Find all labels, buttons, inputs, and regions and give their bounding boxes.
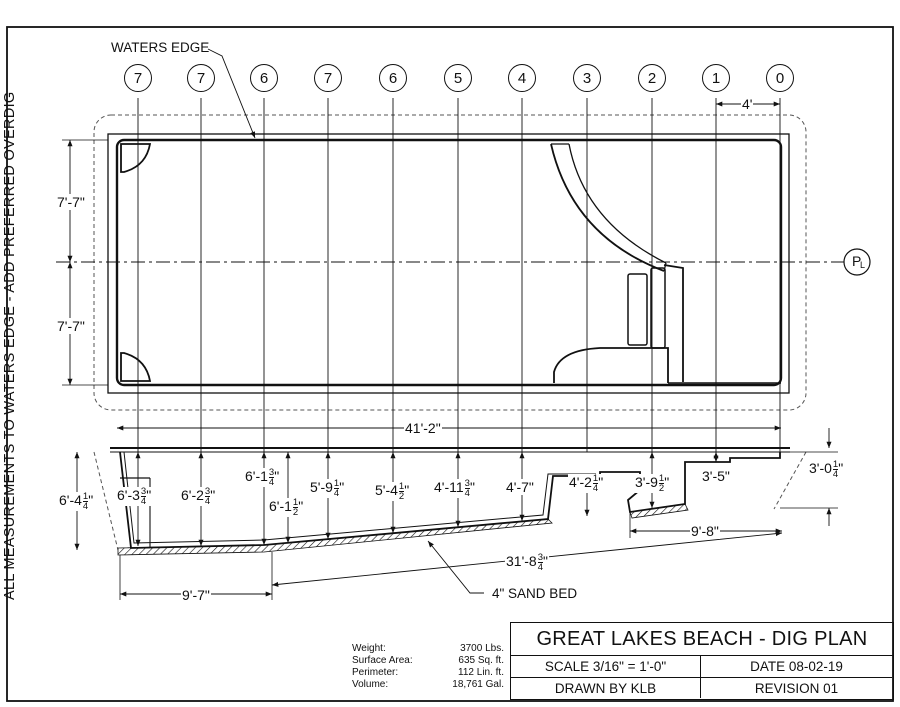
scale-cell: SCALE 3/16" = 1'-0" — [511, 656, 701, 678]
step-inset — [627, 273, 648, 346]
sheet-border — [6, 26, 894, 702]
specs-table: Weight:3700 Lbs. Surface Area:635 Sq. ft… — [352, 643, 504, 691]
dim-half-width-top: 7'-7" — [56, 194, 86, 210]
station-bubble: 6 — [379, 64, 407, 92]
drawing-title: GREAT LAKES BEACH - DIG PLAN — [511, 623, 893, 656]
centerline-symbol-sub: L — [860, 260, 866, 270]
station-bubble: 4 — [508, 64, 536, 92]
station-bubble: 6 — [250, 64, 278, 92]
beach-entry-curve-inner — [568, 143, 667, 264]
spec-row: Volume:18,761 Gal. — [352, 679, 504, 690]
step-inset-2 — [650, 267, 666, 349]
section-overdig-left — [93, 451, 119, 551]
pool-interior-outline — [115, 138, 783, 387]
dim-overall-length: 41'-2" — [404, 420, 442, 436]
station-bubble: 1 — [702, 64, 730, 92]
waters-edge-outline — [107, 133, 790, 394]
station-bubble: 7 — [314, 64, 342, 92]
section-view — [74, 428, 838, 600]
beach-entry-edge — [551, 143, 667, 272]
drawn-by-cell: DRAWN BY KLB — [511, 678, 701, 698]
station-bubble: 3 — [573, 64, 601, 92]
sand-bed-label: 4" SAND BED — [492, 586, 578, 601]
plan-view — [56, 48, 871, 452]
station-bubble: 7 — [124, 64, 152, 92]
section-overdig-right — [773, 451, 807, 510]
dim-half-width-bottom: 7'-7" — [56, 318, 86, 334]
title-block: GREAT LAKES BEACH - DIG PLAN SCALE 3/16"… — [510, 622, 894, 700]
side-note: ALL MEASUREMENTS TO WATERS EDGE - ADD PR… — [2, 91, 18, 600]
sand-bed-hatch — [117, 518, 553, 556]
dim-deep-length: 9'-7" — [181, 587, 211, 603]
waters-edge-label: WATERS EDGE — [111, 40, 210, 55]
sand-bed-hatch-shelf — [629, 503, 689, 519]
dim-depth-10: 3'-5" — [701, 468, 731, 484]
sun-ledge-curve — [553, 347, 669, 383]
centerline-symbol: P — [852, 253, 862, 269]
dim-depth-7: 4'-7" — [505, 479, 535, 495]
overdig-outline — [93, 114, 807, 411]
spec-row: Weight:3700 Lbs. — [352, 643, 504, 654]
revision-cell: REVISION 01 — [754, 680, 839, 696]
beach-entry-curve-outer — [550, 143, 665, 272]
station-bubble: 7 — [187, 64, 215, 92]
bench-area-outline — [663, 264, 684, 382]
spec-row: Surface Area:635 Sq. ft. — [352, 655, 504, 666]
corner-bench-bottom — [120, 352, 152, 382]
pool-profile-inner — [123, 451, 596, 544]
centerline-symbol-circle — [843, 248, 871, 276]
date-cell: DATE 08-02-19 — [701, 656, 892, 678]
station-bubble: 2 — [638, 64, 666, 92]
dim-4ft: 4' — [741, 96, 754, 112]
station-lines — [137, 98, 781, 452]
corner-bench-top — [120, 143, 152, 173]
station-bubble: 0 — [766, 64, 794, 92]
station-bubble: 5 — [444, 64, 472, 92]
dim-shelf-length: 9'-8" — [690, 523, 720, 539]
sand-bed-leader — [427, 540, 484, 594]
spec-row: Perimeter:112 Lin. ft. — [352, 667, 504, 678]
waters-edge-leader — [207, 48, 256, 139]
